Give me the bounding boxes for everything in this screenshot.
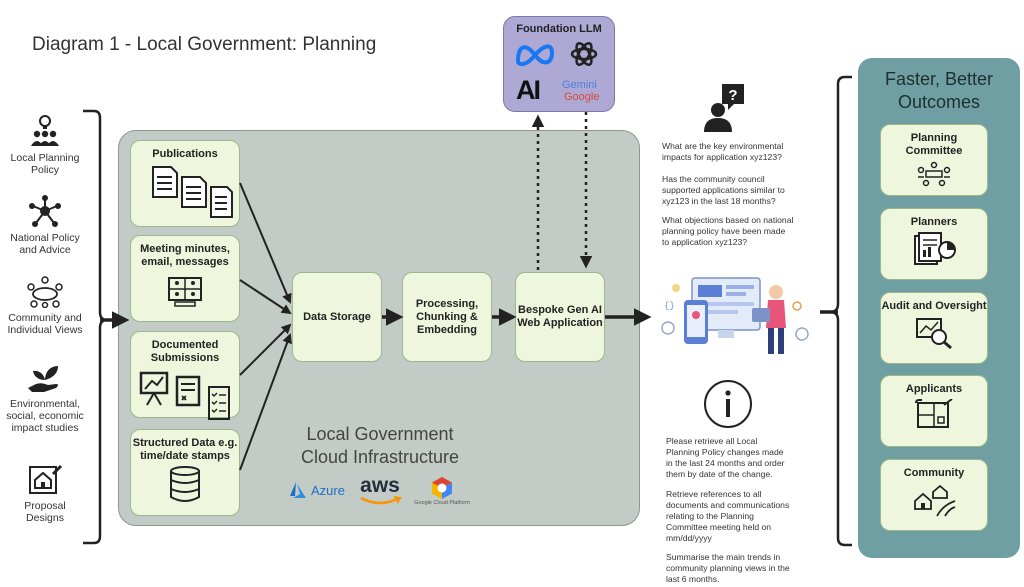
diagram-title: Diagram 1 - Local Government: Planning xyxy=(32,34,377,55)
question-3: What objections based on national planni… xyxy=(662,215,794,247)
structured-data-label: Structured Data e.g. time/date stamps xyxy=(132,437,238,462)
publications-box: Publications xyxy=(130,140,240,227)
source-local-planning-policy: Local Planning Policy xyxy=(4,114,86,176)
house-design-icon xyxy=(29,464,63,494)
meta-logo-icon xyxy=(515,44,555,67)
gen-ai-app-label: Bespoke Gen AI Web Application xyxy=(517,304,603,329)
data-storage-box: Data Storage xyxy=(292,272,382,362)
gcp-hexagon-icon xyxy=(432,477,452,499)
instruction-3: Summarise the main trends in community p… xyxy=(666,552,790,584)
outcome-planning-committee: Planning Committee xyxy=(880,124,988,196)
question-1: What are the key environmental impacts f… xyxy=(662,141,784,162)
publications-label: Publications xyxy=(152,148,218,160)
question-2: Has the community council supported appl… xyxy=(662,174,785,206)
left-bracket xyxy=(83,109,108,545)
processing-label: Processing, Chunking & Embedding xyxy=(415,297,479,336)
group-table-icon xyxy=(27,276,63,308)
meeting-minutes-box: Meeting minutes, email, messages xyxy=(130,235,240,322)
google-logo: Google xyxy=(564,91,600,103)
processing-box: Processing, Chunking & Embedding xyxy=(402,272,492,362)
source-label: National Policy and Advice xyxy=(10,232,80,256)
lightbulb-people-icon xyxy=(31,115,59,146)
source-proposal-designs: Proposal Designs xyxy=(4,464,86,524)
aws-smile-icon xyxy=(360,496,402,505)
person-question-icon: ? xyxy=(704,84,744,132)
svg-text:?: ? xyxy=(728,87,737,104)
anthropic-logo: AI xyxy=(516,75,541,105)
documented-submissions-label: Documented Submissions xyxy=(150,339,220,364)
instruction-2: Retrieve references to all documents and… xyxy=(666,489,790,543)
structured-data-box: Structured Data e.g. time/date stamps xyxy=(130,429,240,516)
houses-road-icon xyxy=(914,484,956,517)
aws-logo: aws xyxy=(357,475,403,506)
outcome-audit-oversight: Audit and Oversight xyxy=(880,292,988,364)
outcome-community: Community xyxy=(880,459,988,531)
source-impact-studies: Environmental, social, economic impact s… xyxy=(4,362,86,434)
right-bracket xyxy=(829,75,852,547)
azure-logo: Azure xyxy=(288,482,345,498)
network-people-icon xyxy=(29,195,61,227)
source-label: Environmental, social, economic impact s… xyxy=(6,398,84,434)
presentation-forms-icon xyxy=(139,371,230,420)
openai-logo-icon xyxy=(570,42,598,66)
data-storage-label: Data Storage xyxy=(303,310,371,323)
gcp-logo: Google Cloud Platform xyxy=(410,476,474,506)
source-national-policy: National Policy and Advice xyxy=(4,194,86,256)
hand-plant-icon xyxy=(28,366,58,392)
foundation-llm-box: Foundation LLM AI Gemini Google xyxy=(503,16,615,112)
gemini-logo: Gemini xyxy=(562,79,597,91)
documents-icon xyxy=(152,166,233,218)
outcomes-panel: Faster, Better Outcomes Planning Committ… xyxy=(858,58,1020,558)
outcomes-title: Faster, Better Outcomes xyxy=(884,69,994,112)
database-icon xyxy=(170,466,200,502)
outcome-planners: Planners xyxy=(880,208,988,280)
source-label: Local Planning Policy xyxy=(10,152,80,176)
reports-chart-icon xyxy=(914,232,956,265)
gen-ai-app-box: Bespoke Gen AI Web Application xyxy=(515,272,605,362)
video-meeting-icon xyxy=(168,277,202,307)
committee-icon xyxy=(917,161,951,187)
azure-icon xyxy=(290,482,306,498)
source-label: Proposal Designs xyxy=(24,500,66,524)
foundation-llm-title: Foundation LLM xyxy=(516,23,602,35)
blueprint-icon xyxy=(915,399,953,428)
info-icon xyxy=(704,380,752,428)
cloud-label: Local Government Cloud Infrastructure xyxy=(300,424,460,467)
outcome-applicants: Applicants xyxy=(880,375,988,447)
magnifier-chart-icon xyxy=(916,318,952,350)
instruction-1: Please retrieve all Local Planning Polic… xyxy=(666,436,785,479)
documented-submissions-box: Documented Submissions xyxy=(130,331,240,420)
source-label: Community and Individual Views xyxy=(7,312,83,336)
source-community-views: Community and Individual Views xyxy=(4,274,86,336)
meeting-minutes-label: Meeting minutes, email, messages xyxy=(140,243,230,268)
svg-text:{}: {} xyxy=(664,301,675,311)
web-app-illustration: {} xyxy=(652,268,820,364)
